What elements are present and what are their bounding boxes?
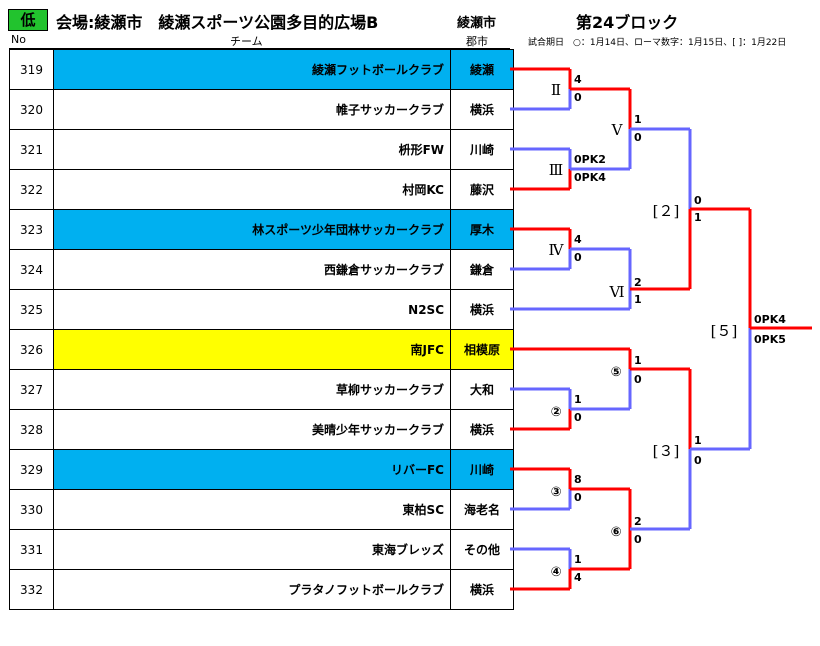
match-label: Ⅳ [549,241,565,259]
match-label: ③ [550,485,561,500]
score-bottom: 0 [694,454,702,467]
score-top: 1 [574,393,582,406]
team-city: 厚木 [450,209,514,250]
team-city: 横浜 [450,409,514,450]
score-bottom: 0 [634,131,642,144]
score-bottom: 0 [574,91,582,104]
team-city: 川崎 [450,449,514,490]
team-number: 330 [9,489,54,530]
score-bottom: 0 [574,411,582,424]
score-bottom: 4 [574,571,582,584]
team-number: 320 [9,89,54,130]
score-bottom: 1 [694,211,702,224]
team-name: 東柏SC [53,489,451,530]
team-name: 西鎌倉サッカークラブ [53,249,451,290]
team-city: その他 [450,529,514,570]
team-number: 319 [9,49,54,90]
team-city: 綾瀬 [450,49,514,90]
team-city: 相模原 [450,329,514,370]
score-top: 1 [634,354,642,367]
match-date-legend: 試合期日 ○：1月14日、ローマ数字：1月15日、[ ]：1月22日 [528,38,787,48]
team-name: 綾瀬フットボールクラブ [53,49,451,90]
score-bottom: 0 [634,373,642,386]
match-label: [３] [653,442,680,460]
match-label: Ⅴ [611,121,624,139]
team-number: 323 [9,209,54,250]
team-number: 325 [9,289,54,330]
score-top: 0 [694,194,702,207]
match-label: [５] [711,322,738,340]
score-bottom: 1 [634,293,642,306]
match-label: ⑥ [610,525,621,540]
score-bottom: 0 [574,251,582,264]
team-name: 帷子サッカークラブ [53,89,451,130]
match-label: ⑤ [610,365,621,380]
score-top: 2 [634,276,642,289]
team-number: 332 [9,569,54,610]
match-label: ④ [550,565,561,580]
score-bottom: 0 [634,533,642,546]
team-number: 322 [9,169,54,210]
score-top: 8 [574,473,582,486]
score-top: 0PK4 [754,313,786,326]
match-label: Ⅱ [551,81,561,99]
score-bottom: 0PK5 [754,333,786,346]
team-city: 藤沢 [450,169,514,210]
header-divider [9,48,510,49]
venue-title: 会場:綾瀬市 綾瀬スポーツ公園多目的広場B [56,13,379,32]
team-name: 村岡KC [53,169,451,210]
match-label: ② [550,405,561,420]
team-number: 324 [9,249,54,290]
block-title: 第24ブロック [576,13,679,32]
score-top: 4 [574,233,582,246]
column-header-no: No [11,33,26,46]
team-city: 鎌倉 [450,249,514,290]
score-top: 1 [694,434,702,447]
score-bottom: 0PK4 [574,171,606,184]
match-label: Ⅲ [549,161,563,179]
score-top: 2 [634,515,642,528]
score-top: 1 [574,553,582,566]
team-name: リバーFC [53,449,451,490]
match-label: Ⅵ [608,283,624,301]
score-bottom: 0 [574,491,582,504]
venue-city: 綾瀬市 [457,16,497,31]
score-top: 1 [634,113,642,126]
level-badge: 低 [8,9,48,31]
score-top: 4 [574,73,582,86]
team-name: 東海ブレッズ [53,529,451,570]
team-number: 321 [9,129,54,170]
match-label: [２] [653,202,680,220]
team-city: 横浜 [450,569,514,610]
column-header-city: 郡市 [466,35,488,48]
team-name: 美晴少年サッカークラブ [53,409,451,450]
score-top: 0PK2 [574,153,606,166]
column-header-team: チーム [230,35,263,48]
team-number: 326 [9,329,54,370]
